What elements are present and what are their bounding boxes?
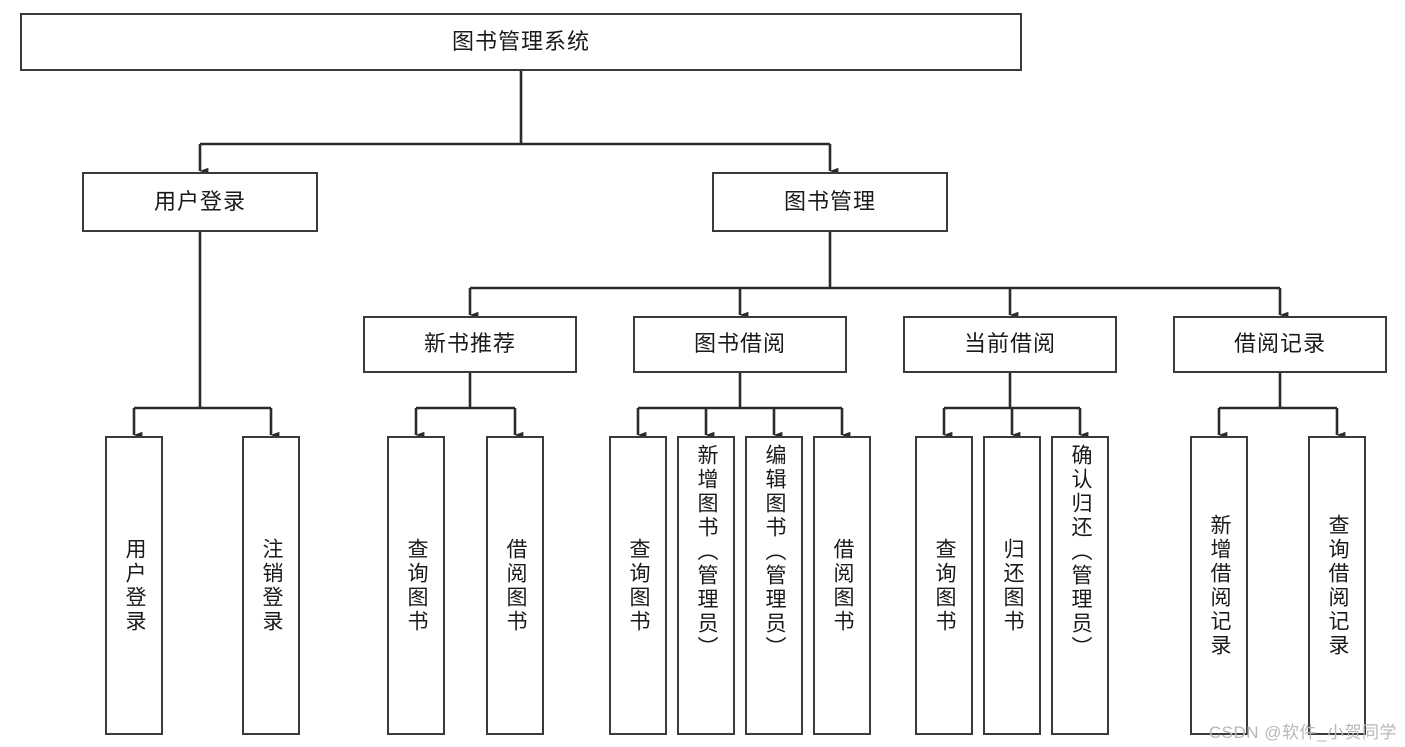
leaf-record-query[interactable]: 查询借阅记录 [1308,436,1366,735]
node-book-manage[interactable]: 图书管理 [712,172,948,232]
leaf-current-query-book[interactable]: 查询图书 [915,436,973,735]
leaf-current-confirm-return[interactable]: 确认归还（管理员） [1051,436,1109,735]
node-current-borrow[interactable]: 当前借阅 [903,316,1117,373]
leaf-record-add[interactable]: 新增借阅记录 [1190,436,1248,735]
node-root[interactable]: 图书管理系统 [20,13,1022,71]
leaf-borrow-edit-book[interactable]: 编辑图书（管理员） [745,436,803,735]
node-borrow-record-label: 借阅记录 [1233,331,1326,357]
node-user-login[interactable]: 用户登录 [82,172,318,232]
node-current-borrow-label: 当前借阅 [963,331,1056,357]
leaf-borrow-query-book[interactable]: 查询图书 [609,436,667,735]
leaf-user-logout-label: 注销登录 [260,537,284,634]
node-root-label: 图书管理系统 [451,28,590,54]
leaf-recommend-query-book-label: 查询图书 [405,537,429,634]
node-book-manage-label: 图书管理 [783,188,876,214]
node-borrow-record[interactable]: 借阅记录 [1173,316,1387,373]
leaf-borrow-add-book[interactable]: 新增图书（管理员） [677,436,735,735]
watermark: CSDN @软件_小贺同学 [1208,723,1397,742]
leaf-record-query-label: 查询借阅记录 [1326,513,1350,658]
leaf-user-logout[interactable]: 注销登录 [242,436,300,735]
leaf-recommend-borrow-book[interactable]: 借阅图书 [486,436,544,735]
leaf-current-confirm-return-label: 确认归还（管理员） [1069,444,1093,660]
leaf-borrow-borrow-book-label: 借阅图书 [831,537,855,634]
node-new-book-recommend[interactable]: 新书推荐 [363,316,577,373]
node-book-borrow-label: 图书借阅 [693,331,786,357]
leaf-user-login-label: 用户登录 [123,537,147,634]
leaf-current-return-book[interactable]: 归还图书 [983,436,1041,735]
leaf-borrow-edit-book-label: 编辑图书（管理员） [763,444,787,660]
leaf-current-query-book-label: 查询图书 [933,537,957,634]
leaf-record-add-label: 新增借阅记录 [1208,513,1232,658]
leaf-current-return-book-label: 归还图书 [1001,537,1025,634]
leaf-borrow-borrow-book[interactable]: 借阅图书 [813,436,871,735]
leaf-recommend-borrow-book-label: 借阅图书 [504,537,528,634]
leaf-user-login[interactable]: 用户登录 [105,436,163,735]
node-new-book-recommend-label: 新书推荐 [423,331,516,357]
leaf-borrow-add-book-label: 新增图书（管理员） [695,444,719,660]
leaf-borrow-query-book-label: 查询图书 [627,537,651,634]
leaf-recommend-query-book[interactable]: 查询图书 [387,436,445,735]
node-book-borrow[interactable]: 图书借阅 [633,316,847,373]
node-user-login-label: 用户登录 [153,188,246,214]
